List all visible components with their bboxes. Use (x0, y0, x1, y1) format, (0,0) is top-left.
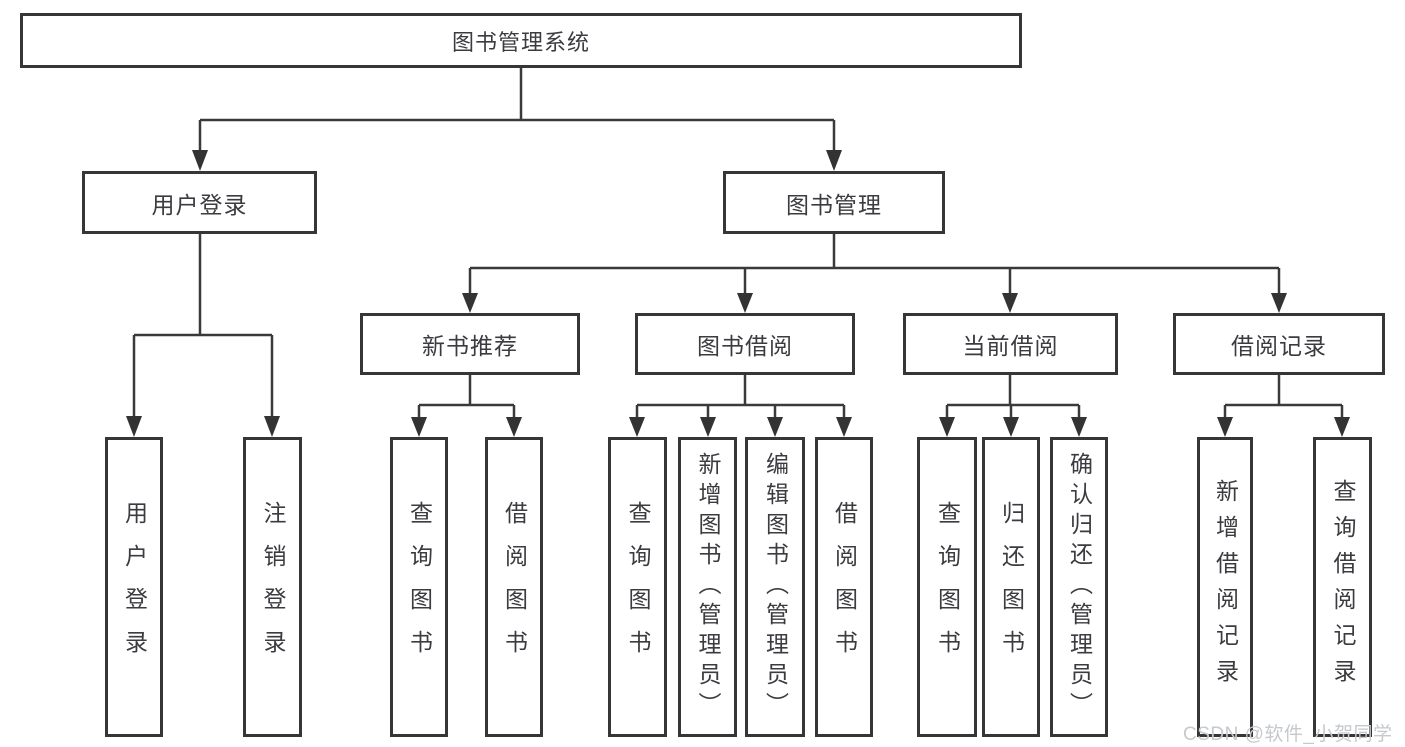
node-borrow-records: 借阅记录 (1173, 313, 1385, 375)
leaf-query-books-borrow-label: 查询图书 (625, 501, 651, 673)
leaf-user-login: 用户登录 (105, 437, 163, 737)
connector-root-to-level2 (192, 68, 842, 171)
node-current-borrow-label: 当前借阅 (962, 333, 1059, 359)
leaf-query-books-recommend: 查询图书 (390, 437, 448, 737)
connector-new-book-to-leaves (411, 375, 522, 437)
leaf-edit-books-admin-label: 编辑图书（管理员） (762, 452, 789, 722)
connector-user-login-to-leaves (126, 234, 280, 437)
leaf-logout-label: 注销登录 (260, 501, 286, 673)
connector-borrow-records-to-leaves (1217, 375, 1350, 437)
node-new-book-recommend: 新书推荐 (360, 313, 580, 375)
connector-book-mgmt-to-level3 (462, 234, 1287, 313)
leaf-borrow-books: 借阅图书 (815, 437, 873, 737)
leaf-query-borrow-record-label: 查询借阅记录 (1330, 479, 1356, 695)
node-book-borrow-label: 图书借阅 (697, 333, 793, 359)
node-book-borrow: 图书借阅 (635, 313, 855, 375)
leaf-add-books-admin-label: 新增图书（管理员） (695, 452, 721, 722)
node-user-login: 用户登录 (82, 171, 317, 234)
connector-current-borrow-to-leaves (939, 375, 1087, 437)
node-book-management: 图书管理 (723, 171, 945, 234)
leaf-add-borrow-record: 新增借阅记录 (1197, 437, 1253, 737)
leaf-query-borrow-record: 查询借阅记录 (1313, 437, 1372, 737)
node-borrow-records-label: 借阅记录 (1231, 333, 1327, 359)
node-user-login-label: 用户登录 (151, 191, 248, 218)
leaf-query-books-current-label: 查询图书 (934, 501, 961, 673)
node-new-book-recommend-label: 新书推荐 (422, 333, 518, 359)
leaf-add-books-admin: 新增图书（管理员） (678, 437, 737, 737)
leaf-logout: 注销登录 (243, 437, 302, 737)
leaf-confirm-return-admin: 确认归还（管理员） (1050, 437, 1108, 737)
node-book-management-label: 图书管理 (786, 191, 882, 218)
node-library-system: 图书管理系统 (20, 13, 1022, 68)
csdn-watermark: CSDN @软件_小贺同学 (1183, 724, 1393, 745)
leaf-query-books-current: 查询图书 (917, 437, 977, 737)
leaf-query-books-recommend-label: 查询图书 (406, 501, 433, 673)
leaf-confirm-return-admin-label: 确认归还（管理员） (1066, 452, 1093, 722)
leaf-edit-books-admin: 编辑图书（管理员） (745, 437, 805, 737)
node-library-system-label: 图书管理系统 (451, 29, 590, 55)
leaf-add-borrow-record-label: 新增借阅记录 (1212, 479, 1239, 695)
node-current-borrow: 当前借阅 (903, 313, 1118, 375)
leaf-borrow-books-recommend: 借阅图书 (485, 437, 543, 737)
leaf-borrow-books-recommend-label: 借阅图书 (501, 501, 528, 673)
leaf-user-login-label: 用户登录 (121, 501, 148, 673)
leaf-borrow-books-label: 借阅图书 (831, 501, 858, 673)
leaf-query-books-borrow: 查询图书 (608, 437, 667, 737)
leaf-return-books: 归还图书 (982, 437, 1040, 737)
leaf-return-books-label: 归还图书 (998, 501, 1025, 673)
connector-book-borrow-to-leaves (629, 375, 852, 437)
